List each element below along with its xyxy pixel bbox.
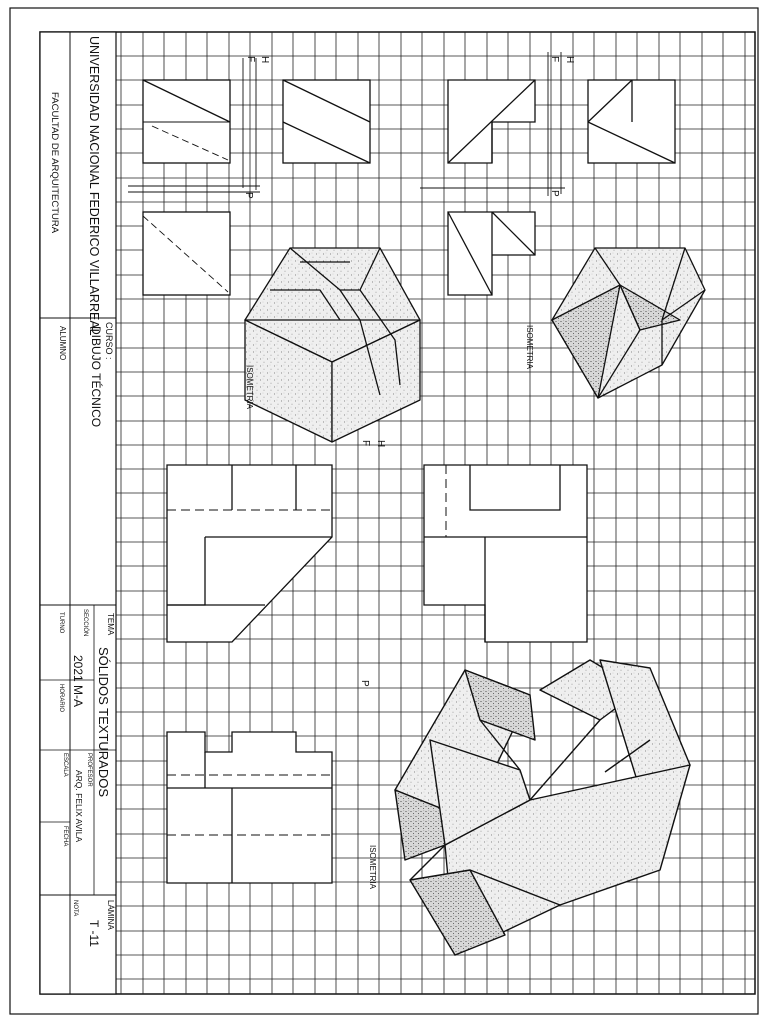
professor: ARQ. FELIX AVILA	[74, 770, 84, 842]
topic: SÓLIDOS TEXTURADOS	[96, 647, 111, 797]
sheet-border	[9, 7, 759, 1015]
label-f-2: F	[549, 56, 560, 62]
projection-lines-1	[128, 58, 260, 193]
schedule-label: HORARIO	[58, 684, 64, 712]
label-h-2: H	[564, 56, 575, 63]
isometric-hex-1	[244, 247, 421, 443]
label-h-1: H	[259, 56, 270, 63]
isometric-large	[394, 659, 691, 956]
ortho-views-1	[142, 79, 371, 296]
section-label: SECCIÓN	[82, 609, 89, 636]
ortho-views-2	[447, 79, 676, 296]
university-name: UNIVERSIDAD NACIONAL FEDERICO VILLARREAL	[87, 36, 101, 336]
note-label: NOTA	[72, 900, 78, 916]
ortho-views-3	[166, 464, 588, 643]
isometric-hex-2	[551, 247, 706, 399]
shift-label: TURNO	[58, 612, 64, 634]
sheet-label: LÁMINA	[106, 900, 115, 930]
projection-lines-2	[420, 52, 565, 196]
topic-label: TEMA	[106, 613, 115, 636]
date-label: FECHA	[62, 826, 68, 846]
isometric-label-2: ISOMETRIA	[525, 325, 534, 370]
label-p-2: P	[549, 190, 560, 197]
faculty-name: FACULTAD DE ARQUITECTURA	[49, 92, 60, 234]
sheet-number: T -11	[87, 920, 101, 947]
label-f-1: F	[245, 56, 256, 62]
isometric-label-3: ISOMETRIA	[368, 845, 377, 890]
course-name: DIBUJO TÉCNICO	[89, 326, 104, 427]
section: 2021 M-A	[71, 655, 85, 707]
student-label: ALUMNO	[58, 326, 67, 360]
scale-label: ESCALA	[62, 753, 68, 777]
course-label: CURSO :	[104, 322, 114, 360]
label-f-3: F	[360, 440, 371, 446]
label-p-3: P	[359, 680, 370, 687]
professor-label: PROFESOR	[86, 753, 92, 787]
title-block: UNIVERSIDAD NACIONAL FEDERICO VILLARREAL…	[39, 31, 117, 995]
isometric-label-1: ISOMETRIA	[245, 365, 254, 410]
view-labels: H F P H F P H F P ISOMETRIA ISOMETRIA IS…	[243, 56, 575, 890]
ortho-views-4	[166, 731, 333, 884]
label-h-3: H	[375, 440, 386, 447]
label-p-1: P	[243, 192, 254, 199]
